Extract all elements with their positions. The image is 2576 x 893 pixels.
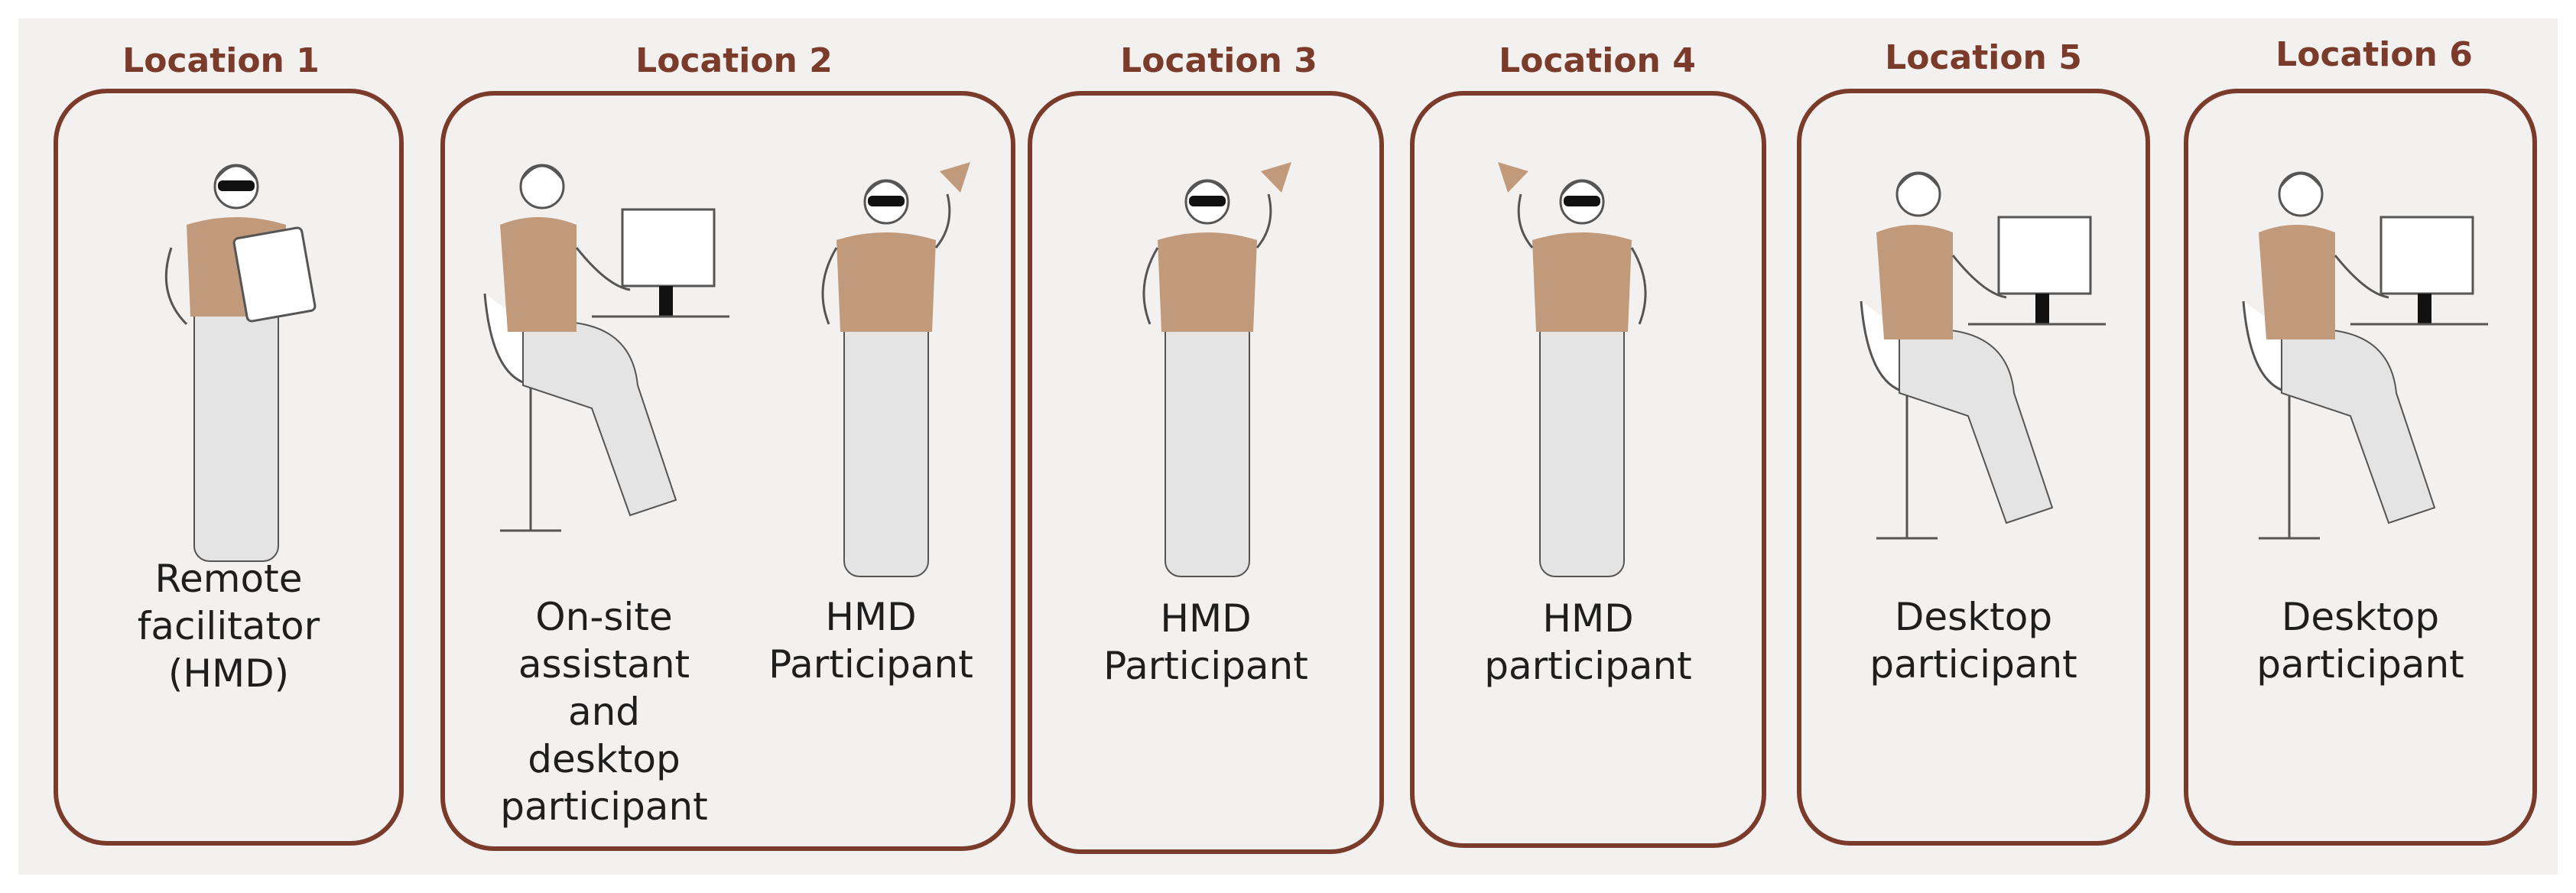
caption-line: assistant <box>518 642 690 687</box>
caption-line: Participant <box>1103 644 1308 688</box>
location-title: Location 5 <box>1885 38 2082 77</box>
location-title: Location 2 <box>635 41 833 80</box>
location-frame <box>1797 89 2150 846</box>
caption-line: participant <box>1869 642 2077 687</box>
caption-line: and <box>567 690 641 734</box>
person-pointing-icon <box>1142 162 1291 577</box>
location-title: Location 1 <box>122 41 320 80</box>
location-title: Location 6 <box>2276 35 2473 74</box>
caption-line: HMD <box>1160 596 1252 641</box>
caption-line: Desktop <box>2281 595 2440 639</box>
caption-line: participant <box>2256 642 2464 687</box>
caption-line: (HMD) <box>167 651 290 696</box>
caption-line: On-site <box>535 595 673 639</box>
location-title: Location 3 <box>1120 41 1317 80</box>
caption-line: Remote <box>154 557 303 601</box>
person-at-desk-icon <box>483 164 729 532</box>
caption-line: desktop <box>528 737 681 781</box>
person-pointing-icon <box>1498 162 1647 577</box>
caption-line: HMD <box>825 595 917 639</box>
location-frame <box>440 91 1015 851</box>
location-frame <box>2184 89 2537 846</box>
caption-line: facilitator <box>137 604 320 648</box>
caption-line: participant <box>1484 644 1692 688</box>
caption-line: Participant <box>768 642 973 687</box>
caption-line: Desktop <box>1894 595 2053 639</box>
location-frame <box>54 89 404 846</box>
caption-line: HMD <box>1542 596 1634 641</box>
location-frame <box>1410 91 1766 848</box>
person-at-desk-icon <box>1860 171 2106 540</box>
location-title: Location 4 <box>1499 41 1696 80</box>
caption-line: participant <box>500 784 708 829</box>
location-frame <box>1028 91 1384 854</box>
person-with-tablet-icon <box>164 164 317 562</box>
person-at-desk-icon <box>2242 171 2488 540</box>
person-pointing-icon <box>821 162 970 577</box>
